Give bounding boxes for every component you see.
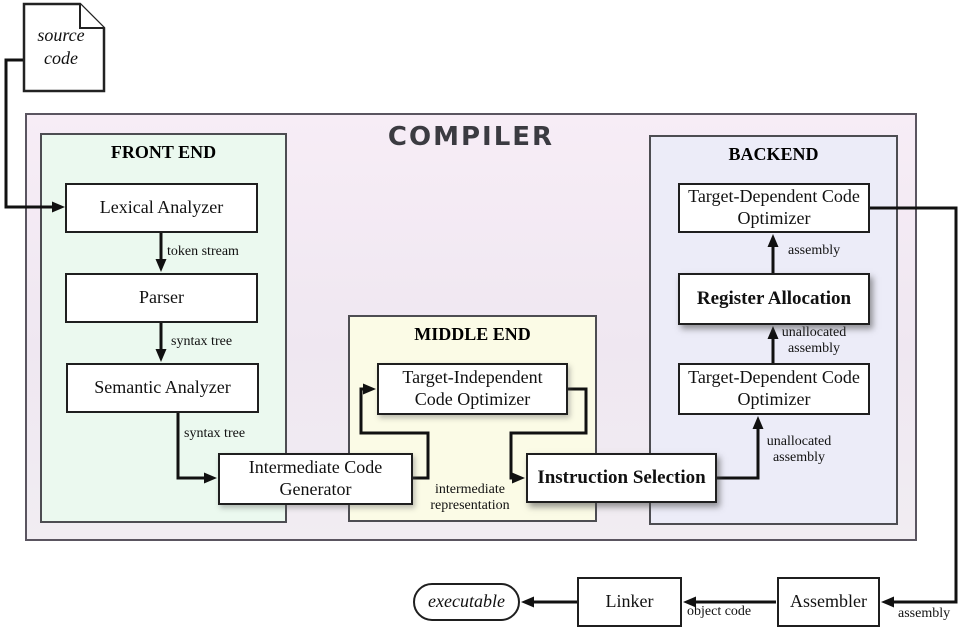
edge-source-to-lexical <box>4 58 65 213</box>
arrowhead-down-icon <box>155 259 167 272</box>
label-unallocated-assembly-2: unallocated assembly <box>781 325 847 357</box>
node-target-dependent-code-optimizer-bottom: Target-Dependent Code Optimizer <box>678 363 870 415</box>
middle-end-title: MIDDLE END <box>414 324 531 344</box>
edge-register-allocation-to-tdo <box>767 234 779 273</box>
label-assembly-register: assembly <box>788 243 841 258</box>
arrowhead-left-icon <box>521 596 534 608</box>
node-register-allocation: Register Allocation <box>678 273 870 325</box>
edge-lexical-to-parser <box>155 233 167 272</box>
arrowhead-right-icon <box>52 201 65 213</box>
arrowhead-down-icon <box>155 349 167 362</box>
arrowhead-left-icon <box>881 596 894 608</box>
label-object-code: object code <box>687 604 752 619</box>
arrowhead-up-icon <box>752 416 764 429</box>
label-syntax-tree-1: syntax tree <box>171 334 233 349</box>
edge-icg-to-tio <box>359 383 430 480</box>
node-instruction-selection: Instruction Selection <box>526 453 717 503</box>
label-intermediate-representation: intermediate representation <box>430 482 510 514</box>
backend-title: BACKEND <box>728 144 819 164</box>
arrowhead-up-icon <box>767 326 779 339</box>
node-target-independent-code-optimizer: Target-Independent Code Optimizer <box>377 363 568 415</box>
source-code-label: source code <box>37 25 85 68</box>
node-lexical-analyzer: Lexical Analyzer <box>65 183 258 233</box>
edge-semantic-to-icg <box>176 413 217 484</box>
edge-tdo-to-register-allocation <box>767 326 779 363</box>
node-intermediate-code-generator: Intermediate Code Generator <box>218 453 413 505</box>
label-syntax-tree-2: syntax tree <box>184 426 246 441</box>
arrowhead-right-icon <box>512 472 525 484</box>
edge-instruction-selection-to-tdo <box>717 416 764 480</box>
source-code-document-icon: source code <box>22 2 108 93</box>
front-end-title: FRONT END <box>110 142 217 162</box>
node-semantic-analyzer: Semantic Analyzer <box>66 363 259 413</box>
edge-tdo-to-assembler <box>870 206 958 608</box>
edge-tio-to-instruction-selection <box>509 387 588 484</box>
arrowhead-right-icon <box>363 383 376 395</box>
arrowhead-left-icon <box>683 596 696 608</box>
edge-assembler-to-linker <box>683 596 776 608</box>
label-unallocated-assembly-1: unallocated assembly <box>766 434 832 466</box>
label-token-stream: token stream <box>167 244 239 259</box>
node-target-dependent-code-optimizer-top: Target-Dependent Code Optimizer <box>678 183 870 233</box>
edge-parser-to-semantic <box>155 323 167 362</box>
document-shape-icon <box>22 2 106 93</box>
node-parser: Parser <box>65 273 258 323</box>
arrowhead-right-icon <box>204 472 217 484</box>
node-executable: executable <box>413 583 520 621</box>
arrowhead-up-icon <box>767 234 779 247</box>
label-assembly-out: assembly <box>898 606 951 621</box>
edge-linker-to-executable <box>521 596 577 608</box>
compiler-title: COMPILER <box>387 122 555 152</box>
node-linker: Linker <box>577 577 682 627</box>
node-assembler: Assembler <box>777 577 880 627</box>
